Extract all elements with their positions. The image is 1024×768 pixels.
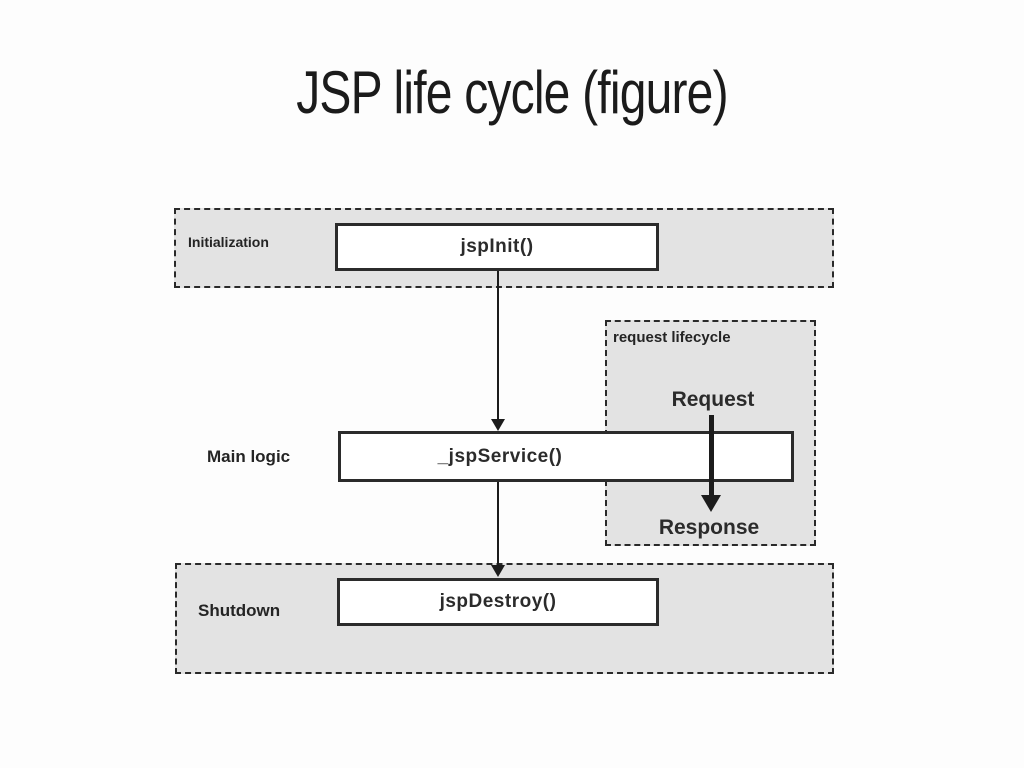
response-text: Response — [658, 516, 760, 539]
request-to-response-arrow-line — [709, 415, 714, 496]
request-text: Request — [671, 388, 755, 411]
jspservice-node: _jspService() — [338, 431, 794, 482]
service-to-destroy-arrow-head — [491, 565, 505, 577]
jspinit-node: jspInit() — [335, 223, 659, 271]
initialization-label: Initialization — [188, 234, 269, 250]
init-to-service-arrow-head — [491, 419, 505, 431]
jspdestroy-node: jspDestroy() — [337, 578, 659, 626]
request-to-response-arrow-head — [701, 495, 721, 512]
jspservice-node-text: _jspService() — [437, 445, 563, 467]
slide-title: JSP life cycle (figure) — [296, 59, 728, 126]
shutdown-label: Shutdown — [198, 601, 281, 620]
init-to-service-arrow-line — [497, 271, 499, 421]
main-logic-label: Main logic — [207, 447, 291, 466]
service-to-destroy-arrow-line — [497, 482, 499, 566]
request-lifecycle-label: request lifecycle — [613, 329, 731, 346]
